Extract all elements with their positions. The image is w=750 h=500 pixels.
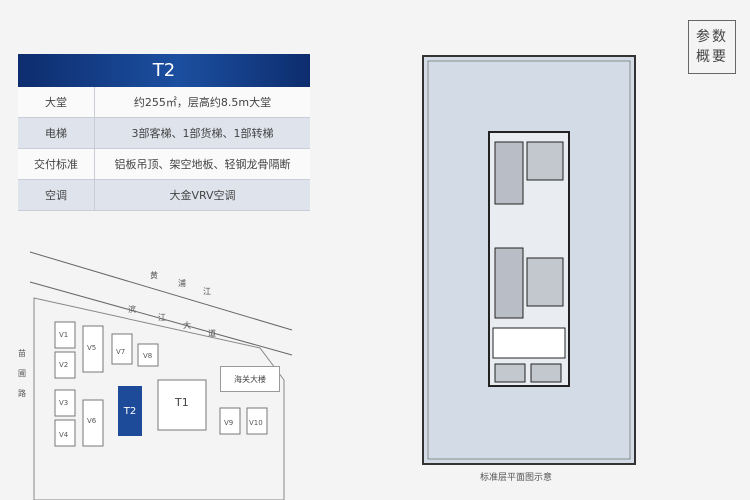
villa-label: V10: [249, 419, 263, 427]
road-label-binjiang: 道: [208, 329, 216, 338]
overview-badge[interactable]: 参数 概要: [688, 20, 736, 74]
villa-label: V4: [59, 431, 69, 439]
badge-line-2: 概要: [696, 49, 728, 65]
floor-plan: [419, 52, 639, 468]
road-label-miaopu: 圃: [18, 369, 26, 378]
villa-label: V8: [143, 352, 153, 360]
floor-plan-drawing: [422, 55, 636, 465]
spec-key: 交付标准: [18, 149, 95, 179]
road-label-miaopu: 苗: [18, 349, 26, 358]
spec-table: T2 大堂 约255㎡，层高约8.5m大堂 电梯 3部客梯、1部货梯、1部转梯 …: [18, 54, 310, 211]
floor-plan-caption: 标准层平面图示意: [480, 473, 553, 483]
spec-key: 大堂: [18, 87, 95, 117]
spec-row: 空调 大金VRV空调: [18, 180, 310, 211]
site-map: 黄 浦 江 滨 江 大 道 苗 圃 路: [0, 240, 310, 500]
spec-key: 空调: [18, 180, 95, 210]
spec-row: 交付标准 铝板吊顶、架空地板、轻钢龙骨隔断: [18, 149, 310, 180]
spec-value: 3部客梯、1部货梯、1部转梯: [131, 127, 274, 140]
road-label-binjiang: 滨: [128, 305, 136, 314]
badge-line-1: 参数: [696, 29, 728, 45]
spec-row: 电梯 3部客梯、1部货梯、1部转梯: [18, 118, 310, 149]
villa-label: V2: [59, 361, 69, 369]
road-label-huangpu: 江: [203, 287, 211, 296]
t1-building-label: T1: [175, 396, 189, 409]
villa-label: V3: [59, 399, 69, 407]
road-label-huangpu: 浦: [178, 279, 186, 288]
road-label-binjiang: 江: [158, 313, 166, 322]
spec-value: 约255㎡，层高约8.5m大堂: [133, 96, 272, 109]
villa-label: V7: [116, 348, 126, 356]
spec-row: 大堂 约255㎡，层高约8.5m大堂: [18, 87, 310, 118]
spec-key: 电梯: [18, 118, 95, 148]
road-label-binjiang: 大: [183, 321, 191, 330]
spec-title: T2: [18, 54, 310, 87]
road-label-miaopu: 路: [18, 389, 26, 398]
site-map-lines: [29, 251, 293, 500]
customs-building: 海关大楼: [220, 366, 280, 392]
villa-label: V5: [87, 344, 97, 352]
spec-value: 铝板吊顶、架空地板、轻钢龙骨隔断: [114, 158, 291, 171]
villa-label: V1: [59, 331, 69, 339]
spec-value: 大金VRV空调: [169, 189, 236, 202]
villa-label: V9: [224, 419, 234, 427]
road-label-huangpu: 黄: [150, 271, 158, 280]
t2-building[interactable]: T2: [118, 386, 142, 436]
villa-label: V6: [87, 417, 97, 425]
